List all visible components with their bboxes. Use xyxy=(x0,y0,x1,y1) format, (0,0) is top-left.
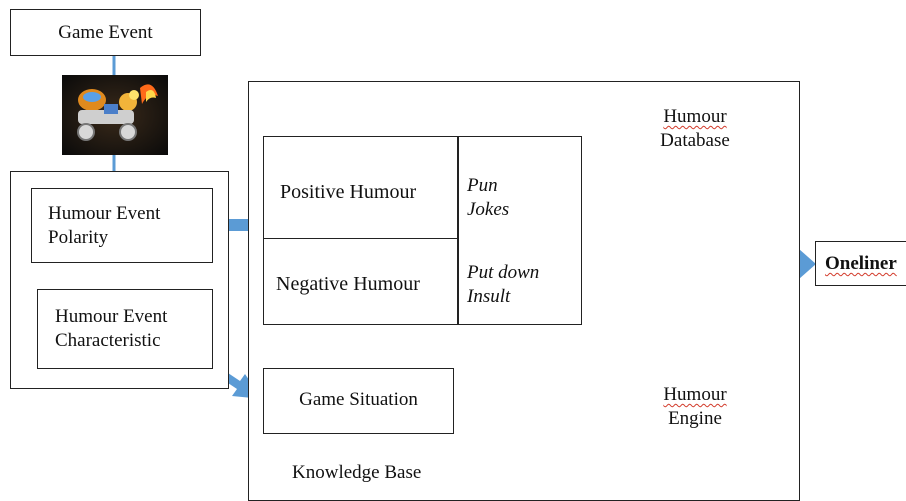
table-vertical-divider xyxy=(457,137,459,324)
engine-title-line2: Engine xyxy=(668,408,722,429)
game-situation-label: Game Situation xyxy=(299,389,418,410)
negative-type-put-down: Put down xyxy=(467,262,540,283)
negative-humour-label: Negative Humour xyxy=(276,273,420,295)
oneliner-label: Oneliner xyxy=(825,253,897,274)
characteristic-box: Humour Event Characteristic xyxy=(37,289,213,369)
knowledge-base-label: Knowledge Base xyxy=(292,462,422,483)
polarity-label: Humour Event Polarity xyxy=(48,203,161,248)
game-screenshot-image xyxy=(62,75,168,155)
database-title-line2: Database xyxy=(660,130,730,151)
database-title-line1: Humour xyxy=(663,106,727,127)
positive-type-jokes: Jokes xyxy=(467,199,510,220)
game-event-box: Game Event xyxy=(10,9,201,56)
positive-type-pun: Pun xyxy=(467,175,498,196)
humour-table: Positive Humour Negative Humour Pun Joke… xyxy=(263,136,582,325)
engine-title-line1: Humour xyxy=(663,384,727,405)
negative-type-insult: Insult xyxy=(467,286,511,307)
game-event-label: Game Event xyxy=(58,22,153,43)
characteristic-label: Humour Event Characteristic xyxy=(55,306,168,351)
positive-humour-label: Positive Humour xyxy=(280,181,417,203)
oneliner-box: Oneliner xyxy=(815,241,906,286)
table-horizontal-divider xyxy=(264,238,457,239)
polarity-box: Humour Event Polarity xyxy=(31,188,213,263)
game-situation-box: Game Situation xyxy=(263,368,454,434)
